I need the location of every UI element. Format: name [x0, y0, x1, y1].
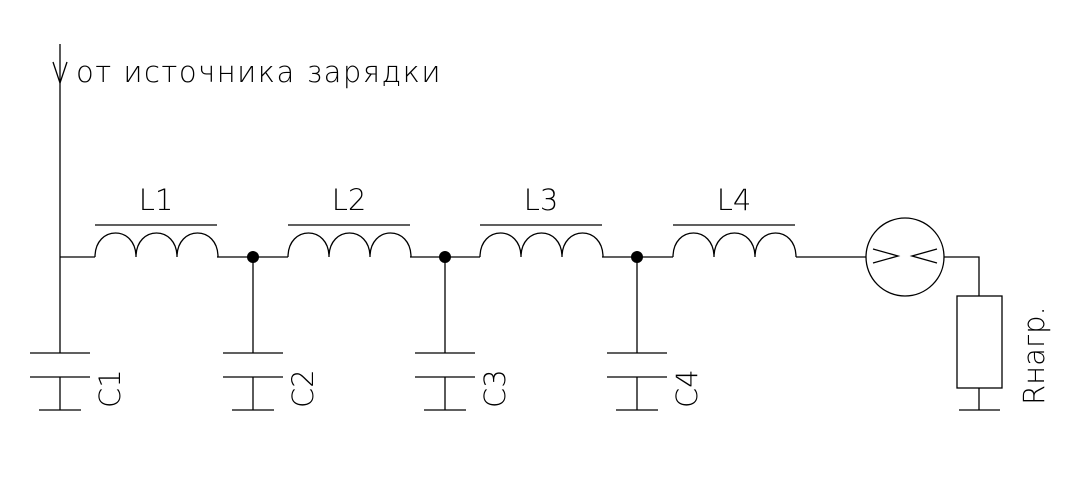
inductor-l1: L1 [94, 183, 219, 258]
inductor-label: L2 [332, 183, 367, 217]
junction-node [439, 251, 451, 263]
load-resistor: Rнагр. [956, 295, 1051, 411]
junction-node [631, 251, 643, 263]
inductor-label: L3 [524, 183, 559, 217]
junction-node [247, 251, 259, 263]
inductor-coil [287, 232, 412, 258]
inductor-coil [94, 232, 219, 258]
capacitor-label: C1 [93, 369, 127, 408]
main-wires [60, 256, 980, 296]
capacitor-c2: C2 [223, 251, 320, 411]
capacitor-label: C2 [286, 369, 320, 408]
inductor-l3: L3 [479, 183, 604, 258]
capacitor-c3: C3 [415, 251, 512, 411]
inductor-coil [672, 232, 797, 258]
load-resistor-label: Rнагр. [1017, 306, 1051, 405]
inductor-label: L1 [139, 183, 174, 217]
capacitor-c4: C4 [607, 251, 704, 411]
capacitor-label: C4 [670, 369, 704, 408]
inductor-coil [479, 232, 604, 258]
inductor-label: L4 [717, 183, 752, 217]
source-label: от источника зарядки [76, 55, 442, 89]
capacitor-c1: C1 [30, 352, 127, 411]
arrow-icon [52, 61, 68, 86]
inductor-l2: L2 [287, 183, 412, 258]
inductor-l4: L4 [672, 183, 797, 258]
capacitor-label: C3 [478, 369, 512, 408]
source-input: от источника зарядки [52, 44, 442, 353]
spark-gap [865, 217, 945, 297]
